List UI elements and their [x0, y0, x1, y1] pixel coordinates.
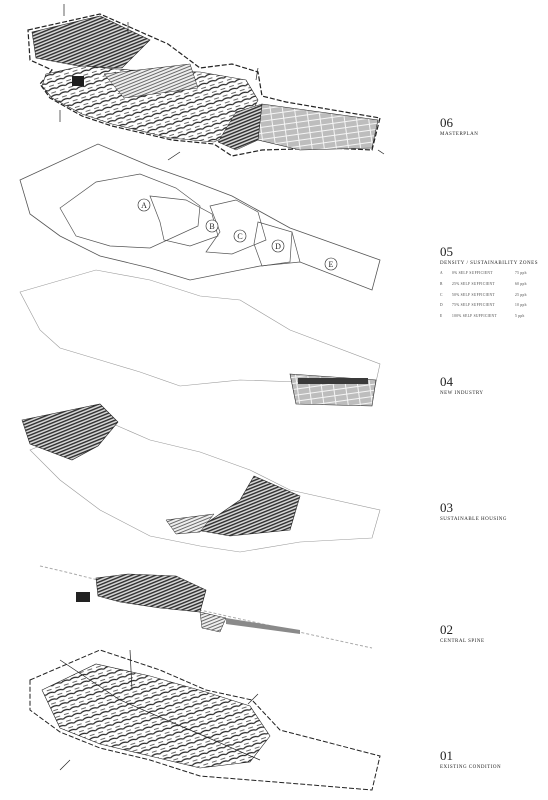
existing-urban-fabric	[41, 663, 271, 769]
masterplan-central-spine	[103, 63, 199, 99]
layer-06-caption: MASTERPLAN	[440, 132, 478, 137]
legend-row: A 0% SELF SUFFICIENT 75 pph	[440, 271, 527, 275]
zone-marker-e-circle	[324, 257, 338, 271]
layer-01-existing-drawing	[29, 649, 381, 791]
zone-a-boundary	[59, 173, 201, 249]
zone-d-boundary	[253, 221, 293, 267]
legend-desc: 0% SELF SUFFICIENT	[452, 271, 493, 275]
spine-dark-block	[76, 592, 90, 602]
housing-east-wedge	[195, 475, 301, 537]
legend-value: 75 pph	[515, 271, 527, 275]
zone-marker-d: D	[275, 242, 281, 251]
legend-desc: 25% SELF SUFFICIENT	[452, 282, 495, 286]
spine-east-strip	[226, 618, 300, 634]
layer-04-industry-drawing	[19, 269, 381, 407]
layer-03-number: 03	[440, 500, 453, 515]
layer-02-number: 02	[440, 622, 453, 637]
layer-03-caption: SUSTAINABLE HOUSING	[440, 517, 507, 522]
legend-value: 25 pph	[515, 293, 527, 297]
layer-02-spine-drawing	[39, 565, 373, 649]
legend-desc: 100% SELF SUFFICIENT	[452, 314, 497, 318]
layer-01-number: 01	[440, 748, 453, 763]
layer-03-housing-drawing	[21, 403, 381, 553]
legend-value: 10 pph	[515, 303, 527, 307]
layer-04-caption: NEW INDUSTRY	[440, 391, 484, 396]
zone-marker-c-circle	[233, 229, 247, 243]
legend-desc: 50% SELF SUFFICIENT	[452, 293, 495, 297]
zone-c-boundary	[205, 199, 267, 255]
layer-06-number: 06	[440, 115, 454, 130]
legend-key: B	[440, 282, 443, 286]
zone-e-divider	[291, 231, 301, 263]
housing-west-fields	[21, 403, 119, 461]
layer-05-caption: DENSITY / SUSTAINABILITY ZONES	[440, 261, 538, 266]
spine-mid	[199, 611, 227, 633]
zone-marker-c: C	[237, 232, 242, 241]
layer-04-number: 04	[440, 374, 454, 389]
zones-legend: A 0% SELF SUFFICIENT 75 pph B 25% SELF S…	[440, 271, 527, 318]
zone-marker-a-circle	[137, 198, 151, 212]
existing-roads	[59, 649, 261, 771]
zone-marker-e: E	[329, 260, 334, 269]
legend-key: E	[440, 314, 443, 318]
spine-faint-road	[39, 565, 373, 649]
zone-markers: A B C D E	[137, 198, 338, 271]
legend-key: D	[440, 303, 443, 307]
layer-05-number: 05	[440, 244, 453, 259]
masterplan-dark-block	[72, 76, 84, 86]
masterplan-arrows	[59, 4, 385, 161]
zone-b-boundary	[149, 195, 219, 247]
housing-tail	[165, 513, 215, 535]
zone-marker-b-circle	[205, 219, 219, 233]
legend-row: E 100% SELF SUFFICIENT 5 pph	[440, 314, 525, 318]
industry-dark-strip	[298, 378, 368, 384]
legend-row: B 25% SELF SUFFICIENT 60 pph	[440, 282, 527, 286]
legend-value: 5 pph	[515, 314, 525, 318]
layer-06-masterplan-drawing	[27, 4, 385, 161]
zones-site-outline	[19, 143, 381, 291]
legend-key: C	[440, 293, 443, 297]
zone-marker-b: B	[209, 222, 214, 231]
zone-marker-d-circle	[271, 239, 285, 253]
masterplan-east-housing	[217, 103, 263, 151]
legend-row: D 75% SELF SUFFICIENT 10 pph	[440, 303, 527, 307]
zone-marker-a: A	[141, 201, 147, 210]
legend-row: C 50% SELF SUFFICIENT 25 pph	[440, 293, 527, 297]
layer-01-caption: EXISTING CONDITION	[440, 765, 501, 770]
masterplan-north-fields	[31, 15, 151, 69]
legend-key: A	[440, 271, 443, 275]
spine-core	[95, 573, 207, 613]
layer-05-zones-drawing: A B C D E	[19, 143, 381, 291]
layer-02-caption: CENTRAL SPINE	[440, 639, 485, 644]
legend-value: 60 pph	[515, 282, 527, 286]
legend-desc: 75% SELF SUFFICIENT	[452, 303, 495, 307]
